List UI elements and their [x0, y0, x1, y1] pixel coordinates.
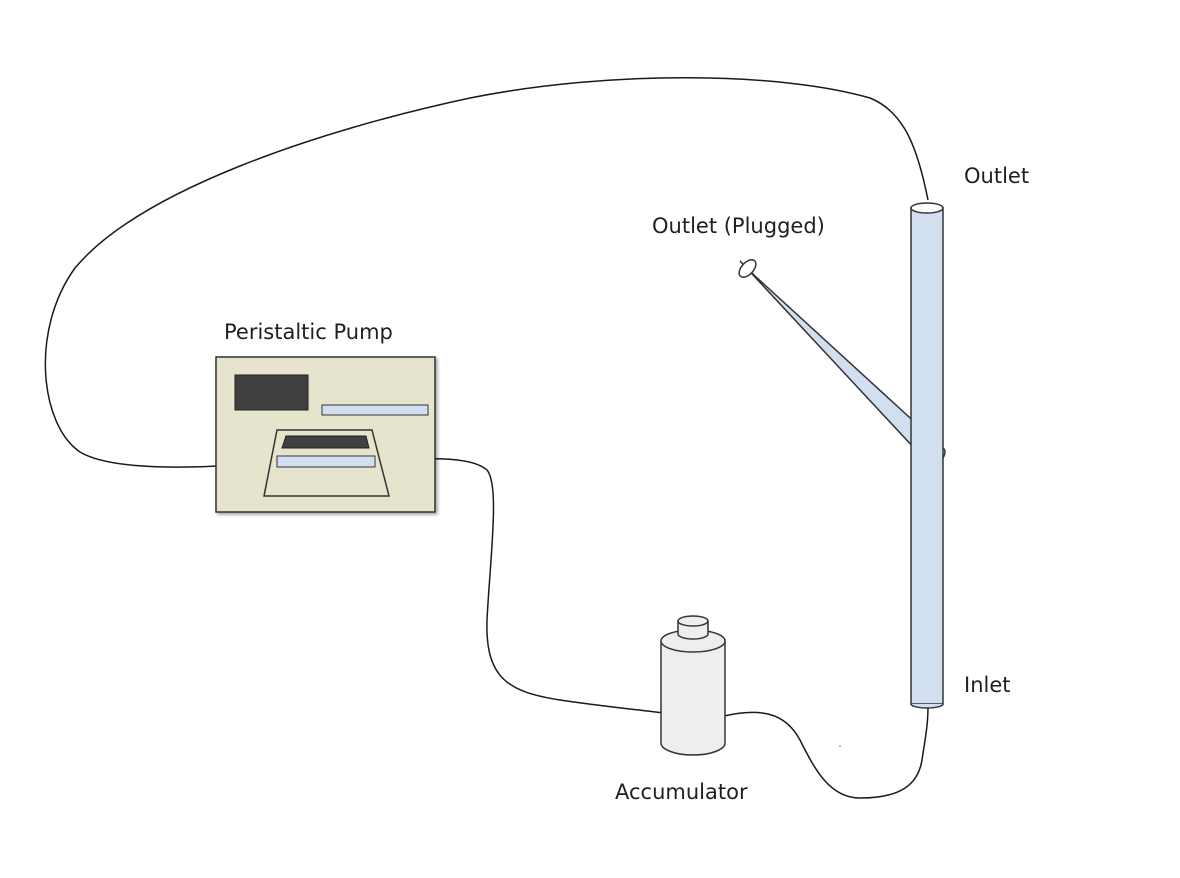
accumulator-cap-top [677, 615, 709, 627]
accumulator-bottle [660, 615, 726, 756]
pump-tube-channel [276, 455, 376, 468]
pump-to-accumulator-tubing-line [375, 458, 664, 714]
pump-display [234, 374, 309, 411]
outlet-label: Outlet [964, 164, 1030, 188]
pump-label: Peristaltic Pump [224, 320, 393, 344]
vertical-tube-body [910, 207, 944, 705]
accumulator-to-inlet-tubing-line [723, 706, 929, 799]
speck-dot [839, 745, 841, 747]
return-tubing-line [44, 77, 929, 468]
plugged-tube-opening [738, 259, 757, 278]
pump-slot-bar [321, 404, 429, 416]
accumulator-body [660, 641, 726, 756]
plugged-outlet-label: Outlet (Plugged) [652, 214, 825, 238]
peristaltic-pump [215, 356, 436, 513]
pump-roller [281, 435, 370, 449]
vertical-test-tube [910, 202, 944, 709]
vertical-tube-bottom [910, 703, 944, 709]
vertical-tube-top-opening [910, 202, 944, 214]
accumulator-label: Accumulator [615, 780, 748, 804]
inlet-label: Inlet [964, 673, 1011, 697]
